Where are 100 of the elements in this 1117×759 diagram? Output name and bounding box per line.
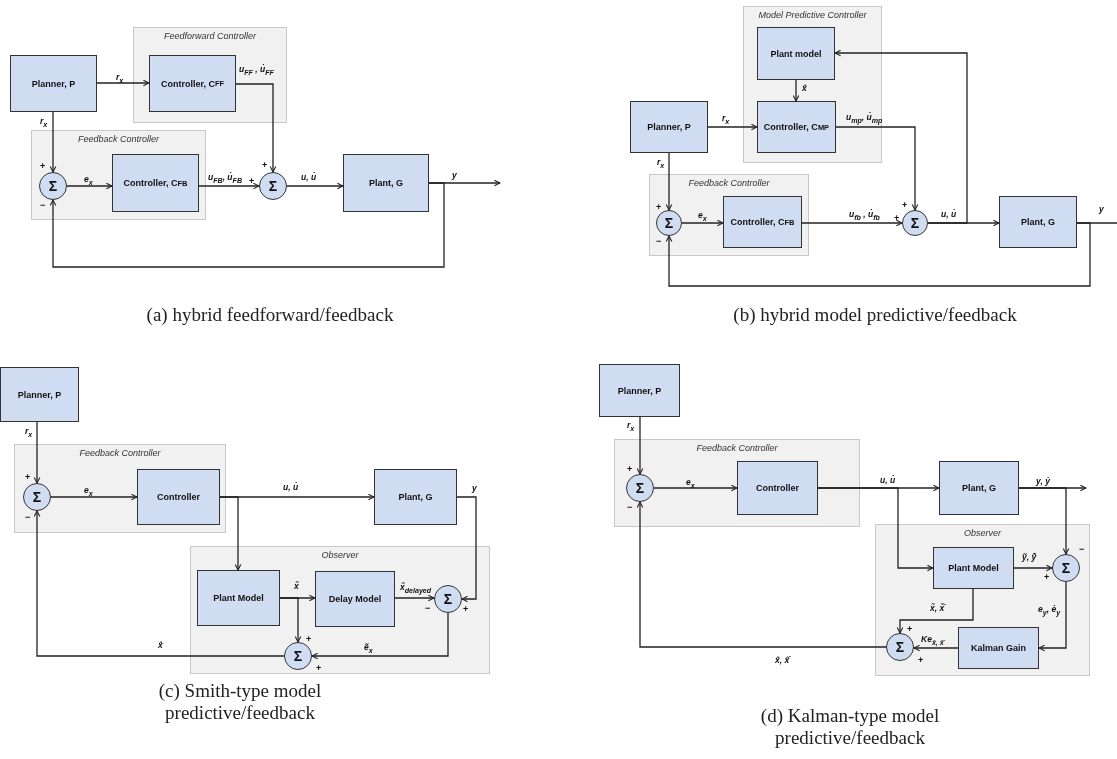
arrow	[219, 496, 242, 571]
arrow	[665, 152, 673, 211]
caption: (b) hybrid model predictive/feedback	[732, 304, 1018, 326]
caption: (d) Kalman-type model predictive/feedback	[759, 705, 941, 749]
sign-label: +	[306, 634, 312, 644]
edge-label: Ke$_{x̃, x̃̇}$	[921, 634, 944, 647]
arrow	[913, 644, 959, 652]
edge-label: e$_{x}$	[84, 174, 93, 187]
edge-label: y	[452, 170, 457, 180]
block-box: Controller	[737, 461, 818, 515]
sign-label: +	[918, 655, 924, 665]
edge-label: x̂, x̂̇	[775, 655, 790, 665]
group-panel	[875, 524, 1090, 676]
summing-junction: Σ	[39, 172, 67, 200]
block-box: Planner, P	[630, 101, 708, 153]
edge-label: ẽ$_{x}$	[364, 642, 373, 655]
group-panel	[14, 444, 226, 533]
edge-label: e$_{x}$	[84, 485, 93, 498]
block-box: Planner, P	[599, 364, 680, 417]
block-box: Planner, P	[0, 367, 79, 422]
block-box: Kalman Gain	[958, 627, 1039, 669]
group-panel	[743, 6, 882, 163]
summing-junction: Σ	[1052, 554, 1080, 582]
arrow	[653, 484, 738, 492]
arrow	[636, 501, 887, 648]
edge-label: y	[1099, 204, 1104, 214]
group-panel	[190, 546, 490, 674]
summing-junction: Σ	[434, 585, 462, 613]
group-panel	[649, 174, 809, 256]
edge-label: e$_{x}$	[698, 210, 707, 223]
sign-label: −	[656, 236, 662, 246]
edge-label: r$_{x}$	[657, 157, 665, 170]
sign-label: +	[902, 200, 908, 210]
sign-label: +	[656, 202, 662, 212]
edge-label: u, u̇	[301, 172, 317, 182]
block-box: Plant Model	[933, 547, 1014, 589]
sign-label: +	[25, 472, 31, 482]
sign-label: +	[907, 624, 913, 634]
arrow	[456, 496, 477, 603]
edge-label: ỹ, ỹ̇	[1022, 552, 1037, 562]
edge-label: u$_{mp}$, u̇$_{mp}$	[846, 112, 883, 125]
edge-label: r$_{x}$	[722, 113, 730, 126]
sign-label: −	[40, 200, 46, 210]
arrow	[1018, 487, 1070, 555]
block-box: Plant, G	[999, 196, 1077, 248]
edge-label: r$_{x}$	[40, 116, 48, 129]
caption: (a) hybrid feedforward/feedback	[145, 304, 395, 326]
sign-label: −	[25, 512, 31, 522]
block-box: Delay Model	[315, 571, 395, 627]
arrow	[636, 416, 644, 475]
arrow	[834, 49, 968, 224]
arrow	[665, 222, 1091, 287]
group-title: Feedback Controller	[78, 448, 162, 458]
sign-label: +	[1044, 572, 1050, 582]
edge-label: u$_{FB}$, u̇$_{FB}$	[208, 172, 242, 185]
sign-label: −	[627, 502, 633, 512]
edge-label: u, u̇	[283, 482, 299, 492]
edge-label: e$_{x}$	[686, 477, 695, 490]
arrow	[49, 111, 57, 173]
arrow	[311, 612, 449, 660]
group-title: Feedback Controller	[695, 443, 779, 453]
arrow	[286, 182, 344, 190]
edge-label: x̃$_{delayed}$	[400, 582, 432, 595]
sign-label: +	[316, 663, 322, 673]
edge-label: u$_{fb}$ , u̇$_{fb}$	[849, 209, 880, 222]
summing-junction: Σ	[23, 483, 51, 511]
block-box: Controller	[137, 469, 220, 525]
group-title: Feedforward Controller	[162, 31, 258, 41]
edge-label: u, u̇	[941, 209, 957, 219]
arrow	[50, 493, 138, 501]
group-panel	[133, 27, 287, 123]
summing-junction: Σ	[656, 210, 682, 236]
arrow	[896, 588, 974, 634]
arrow	[66, 182, 113, 190]
sign-label: +	[894, 213, 900, 223]
arrow	[235, 83, 277, 173]
block-box: Plant, G	[939, 461, 1019, 515]
summing-junction: Σ	[626, 474, 654, 502]
group-panel	[614, 439, 860, 527]
group-title: Feedback Controller	[76, 134, 161, 144]
edge-label: e$_{y}$, ė$_{y}$	[1038, 604, 1061, 617]
edge-label: x̂	[802, 83, 807, 93]
arrow	[817, 487, 934, 572]
arrow	[681, 219, 724, 227]
block-box: Plant model	[757, 27, 835, 80]
arrow	[1013, 564, 1053, 572]
caption: (c) Smith-type model predictive/feedback	[157, 680, 323, 724]
edge-label: u$_{FF}$ , u̇$_{FF}$	[239, 64, 274, 77]
arrow	[198, 182, 260, 190]
arrow	[96, 79, 150, 87]
arrow	[33, 421, 41, 484]
summing-junction: Σ	[902, 210, 928, 236]
arrow	[394, 594, 435, 602]
block-box: Plant, G	[374, 469, 457, 525]
group-title: Observer	[963, 528, 1003, 538]
edge-label: x̂	[158, 640, 163, 650]
arrow	[835, 126, 919, 211]
block-box: Plant, G	[343, 154, 429, 212]
arrow	[33, 510, 285, 657]
sign-label: +	[463, 604, 469, 614]
